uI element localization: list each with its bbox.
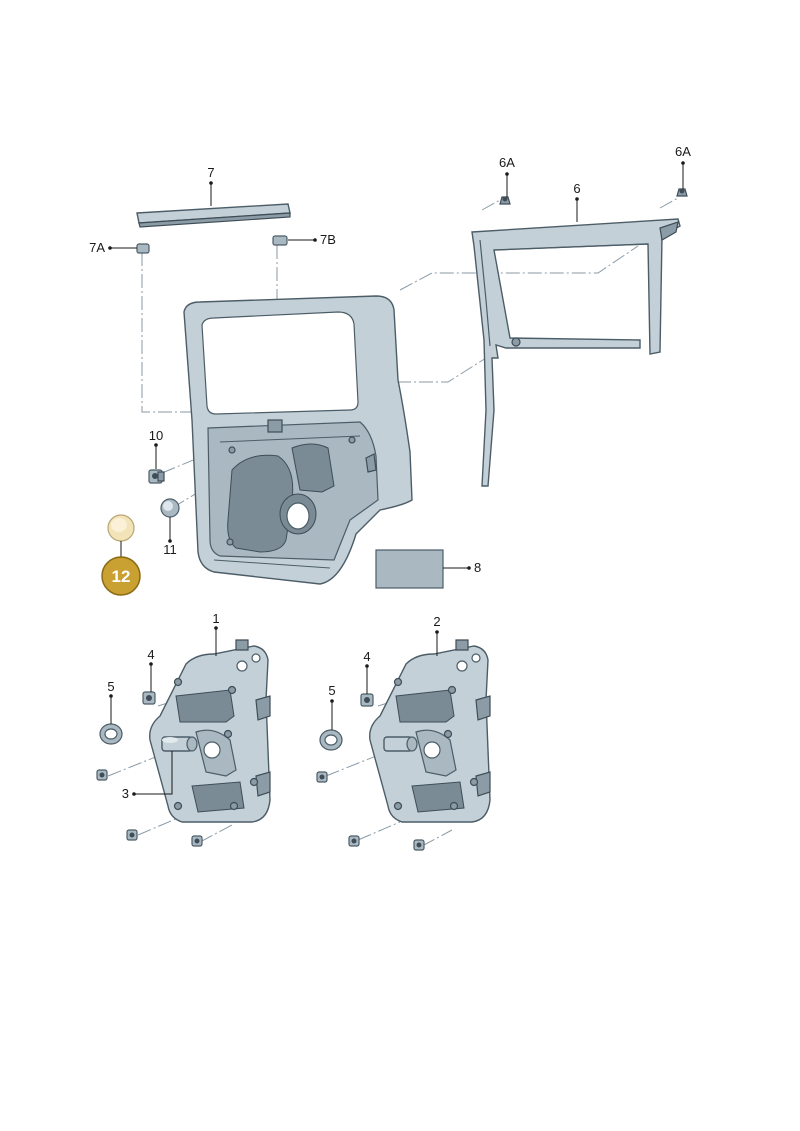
screw-right-a (316, 771, 328, 783)
callout-2: 2 (433, 614, 440, 629)
callout-6: 6 (573, 181, 580, 196)
highlighted-plug-part-12 (107, 514, 135, 542)
callout-4-right: 4 (363, 649, 370, 664)
callout-labels: 7 7A 7B 6 6A 6A 10 11 8 1 2 4 5 4 5 3 (89, 144, 691, 801)
callout-7a: 7A (89, 240, 105, 255)
callout-6a-right: 6A (675, 144, 691, 159)
highlight-badge-12: 12 (101, 556, 141, 596)
door-shell (183, 295, 413, 585)
callout-10: 10 (149, 428, 163, 443)
screw-left-c (191, 835, 203, 847)
window-regulator-right-part-2 (369, 639, 491, 823)
sheet-part-8 (375, 549, 444, 589)
window-regulator-left-part-1 (149, 639, 271, 823)
callout-3: 3 (122, 786, 129, 801)
bushing-part-3 (161, 736, 198, 752)
clip-part-6a-left (499, 196, 511, 205)
washer-part-5-left (99, 723, 123, 745)
clip-part-7b (272, 235, 288, 246)
bolt-part-10 (148, 469, 165, 484)
callout-5-right: 5 (328, 683, 335, 698)
callout-6a-left: 6A (499, 155, 515, 170)
badge-12-label: 12 (112, 567, 131, 586)
screw-part-4-left (142, 691, 156, 705)
clip-part-7a (136, 243, 150, 254)
plug-part-11 (160, 498, 180, 518)
callout-8: 8 (474, 560, 481, 575)
callout-11: 11 (163, 542, 177, 557)
callout-1: 1 (212, 611, 219, 626)
clip-part-6a-right (676, 188, 688, 197)
callout-7b: 7B (320, 232, 336, 247)
screw-left-a (96, 769, 108, 781)
washer-part-5-right (319, 729, 343, 751)
callout-7: 7 (207, 165, 214, 180)
callout-4-left: 4 (147, 647, 154, 662)
callout-5-left: 5 (107, 679, 114, 694)
window-channel-strip-part-7 (136, 203, 291, 228)
callout-leaders (108, 161, 685, 796)
screw-right-b (348, 835, 360, 847)
window-frame-seal-part-6 (471, 218, 681, 487)
screw-right-c (413, 839, 425, 851)
screw-part-4-right (360, 693, 374, 707)
screw-left-b (126, 829, 138, 841)
